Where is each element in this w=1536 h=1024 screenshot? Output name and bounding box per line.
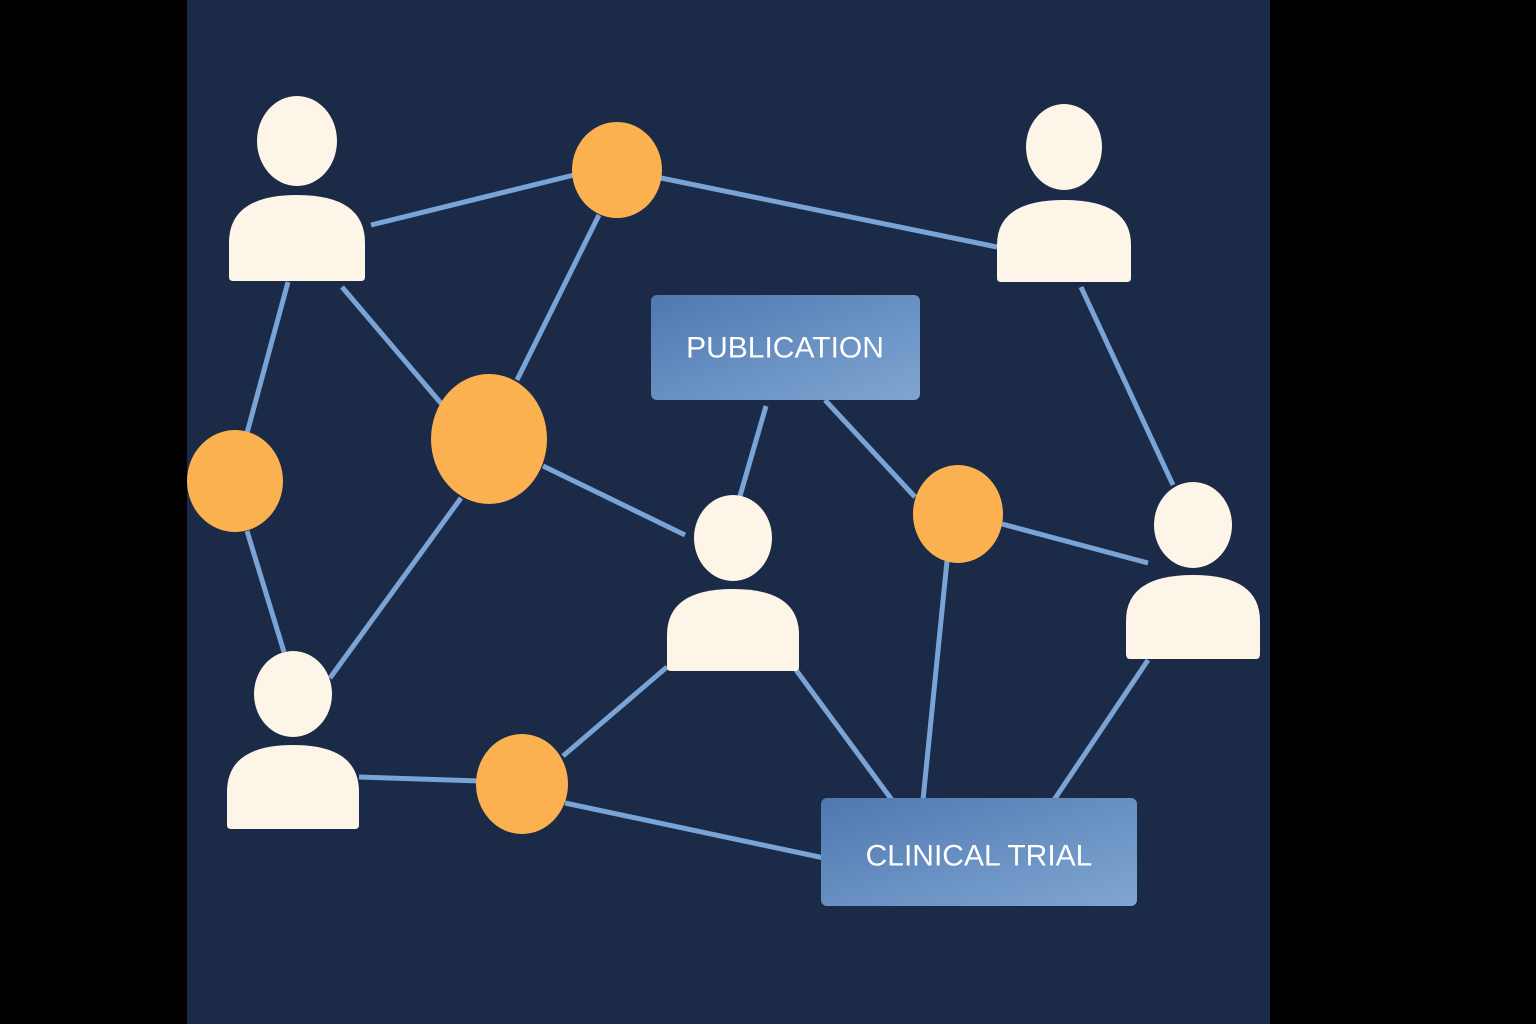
- edge-line: [340, 285, 447, 410]
- edge-line: [660, 175, 998, 250]
- edge-line: [327, 496, 464, 680]
- edge-line: [793, 668, 895, 802]
- edge-line: [1001, 521, 1149, 566]
- topic-nodes: [187, 122, 1003, 834]
- person-icon: [997, 104, 1131, 282]
- person-icon: [1126, 482, 1260, 659]
- topic-node: [431, 374, 547, 504]
- label-boxes: PUBLICATION CLINICAL TRIAL: [651, 295, 1137, 906]
- publication-box: PUBLICATION: [651, 295, 920, 400]
- person-icon: [229, 96, 365, 281]
- edge-line: [1051, 658, 1151, 802]
- person-icon: [667, 495, 799, 671]
- edge-line: [561, 665, 669, 758]
- people: [227, 96, 1260, 829]
- edge-line: [564, 800, 825, 861]
- person-icon: [227, 651, 359, 829]
- edge-line: [244, 281, 291, 434]
- edge-line: [737, 405, 769, 497]
- topic-node: [913, 465, 1003, 563]
- clinical-trial-label: CLINICAL TRIAL: [866, 840, 1093, 873]
- edge-line: [920, 560, 950, 801]
- edge-line: [358, 774, 481, 784]
- edge-line: [514, 213, 602, 382]
- clinical-trial-box: CLINICAL TRIAL: [821, 798, 1137, 906]
- edge-line: [1078, 285, 1176, 487]
- topic-node: [476, 734, 568, 834]
- network-diagram: PUBLICATION CLINICAL TRIAL: [187, 0, 1270, 1024]
- connection-lines: [244, 172, 1176, 861]
- network-diagram-panel: PUBLICATION CLINICAL TRIAL: [187, 0, 1270, 1024]
- edge-line: [541, 463, 687, 538]
- topic-node: [572, 122, 662, 218]
- topic-node: [187, 430, 283, 532]
- edge-line: [244, 530, 287, 653]
- edge-line: [823, 398, 917, 499]
- edge-line: [370, 172, 575, 228]
- publication-label: PUBLICATION: [686, 332, 884, 365]
